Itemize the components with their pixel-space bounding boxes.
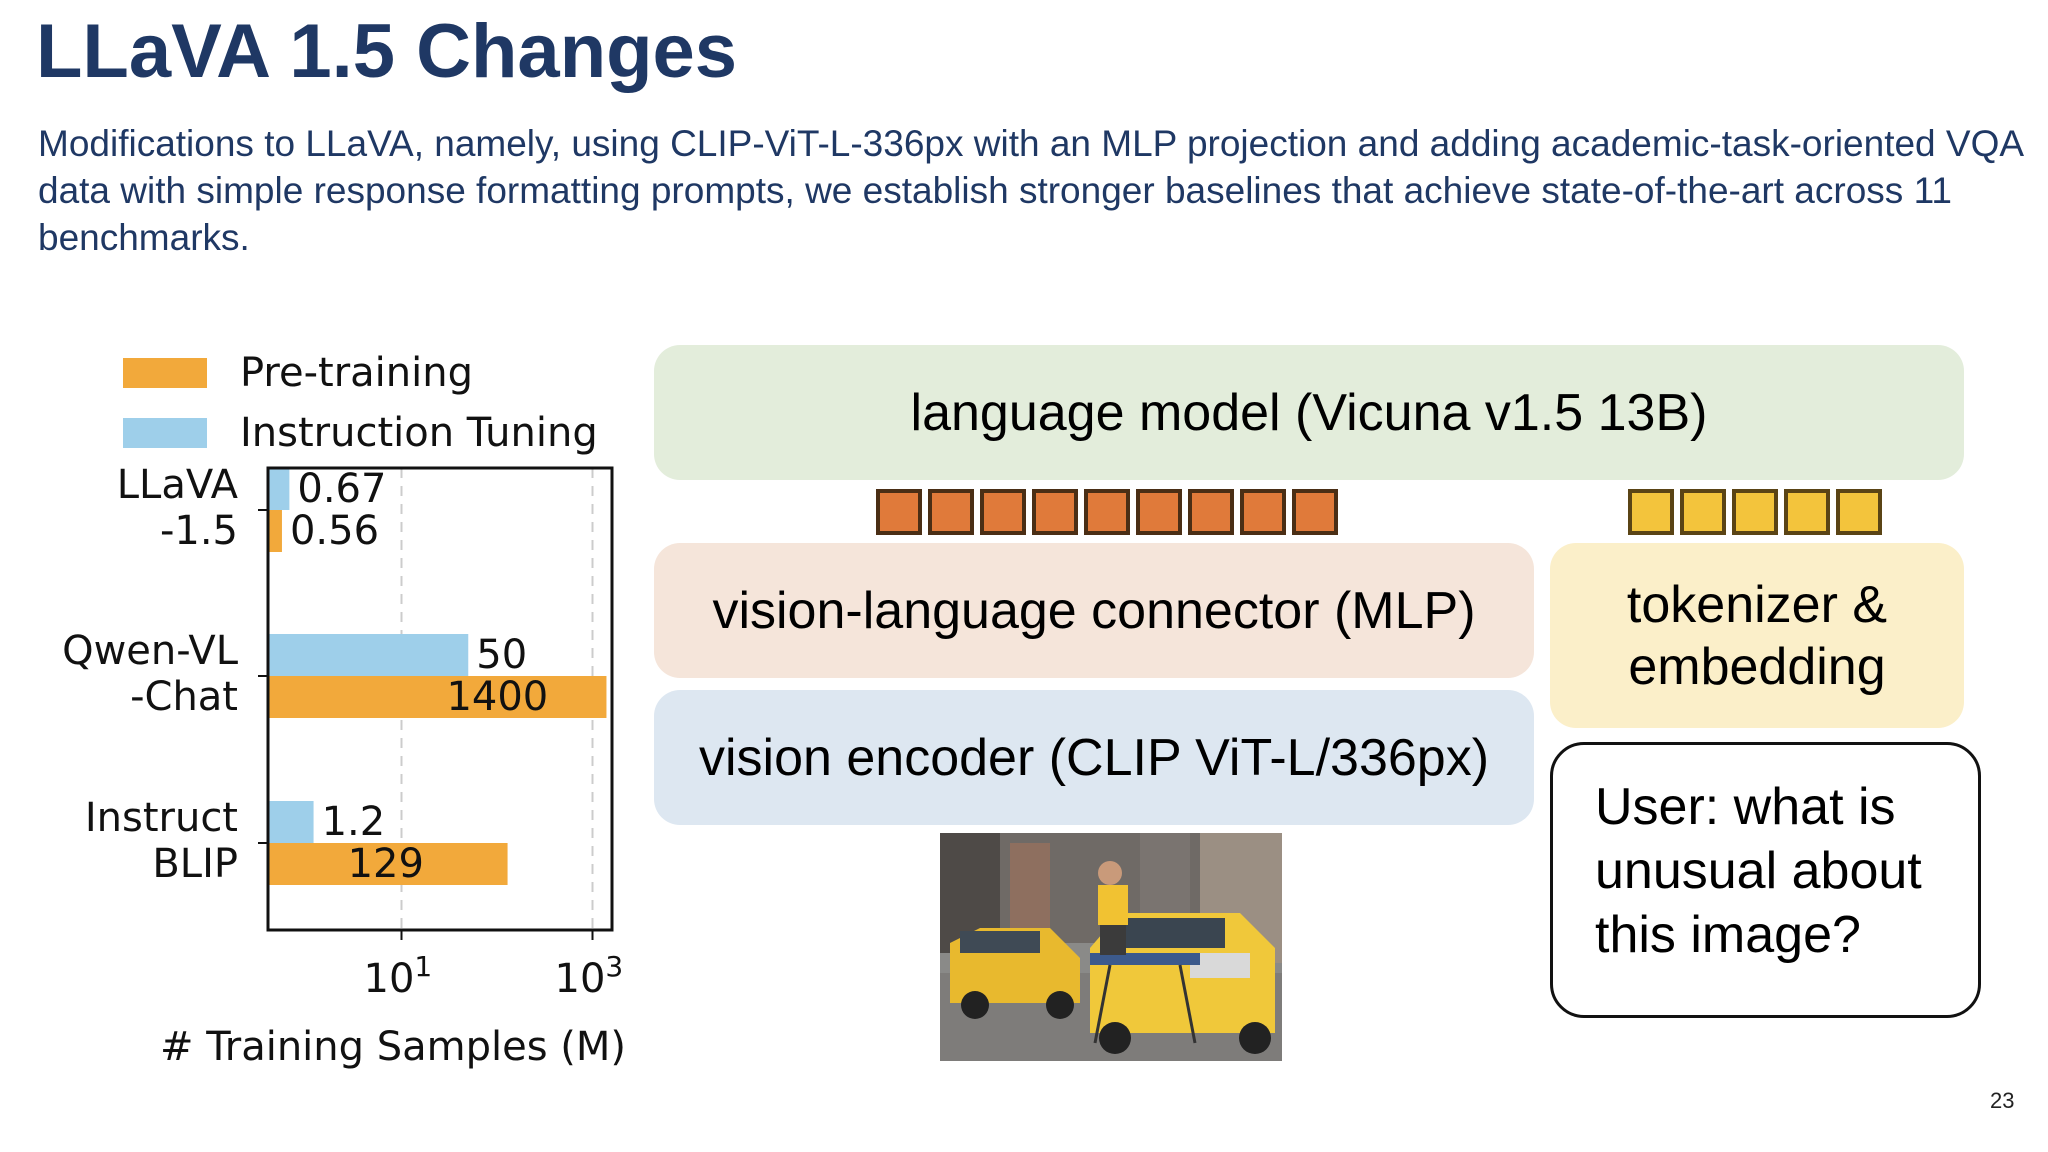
text-token — [1628, 489, 1674, 535]
image-token — [876, 489, 922, 535]
category-label: LLaVA — [117, 462, 239, 508]
data-label: 0.56 — [290, 508, 379, 554]
image-token — [1292, 489, 1338, 535]
street-photo-image — [940, 833, 1282, 1061]
prompt-line1: User: what is — [1595, 778, 1896, 836]
tokenizer-embedding-box: tokenizer & embedding — [1550, 543, 1964, 728]
vision-encoder-box: vision encoder (CLIP ViT-L/336px) — [654, 690, 1534, 825]
x-tick-label: 101 — [364, 950, 433, 1002]
bar-instruction-tuning — [268, 468, 290, 510]
category-label: -Chat — [130, 674, 238, 720]
image-token — [1136, 489, 1182, 535]
user-prompt-box: User: what is unusual about this image? — [1550, 742, 1981, 1018]
prompt-line2: unusual about — [1595, 842, 1922, 900]
text-token — [1784, 489, 1830, 535]
category-label: -1.5 — [160, 508, 238, 554]
category-label: BLIP — [152, 841, 238, 887]
x-axis-label: # Training Samples (M) — [160, 1024, 626, 1070]
tokenizer-label-line2: embedding — [1628, 637, 1886, 696]
x-tick-label: 103 — [555, 950, 624, 1002]
legend-swatch — [123, 358, 207, 388]
data-label: 129 — [348, 841, 424, 887]
bar-pre-training — [268, 843, 508, 885]
tokenizer-label-line1: tokenizer & — [1626, 575, 1888, 634]
legend-swatch — [123, 418, 207, 448]
legend-label: Pre-training — [240, 350, 473, 396]
text-token — [1836, 489, 1882, 535]
encoder-label: vision encoder (CLIP ViT-L/336px) — [698, 728, 1490, 787]
language-model-label: language model (Vicuna v1.5 13B) — [910, 383, 1708, 442]
data-label: 1.2 — [322, 799, 386, 845]
image-token — [1032, 489, 1078, 535]
data-label: 50 — [476, 632, 527, 678]
category-label: Instruct — [85, 795, 238, 841]
bar-pre-training — [268, 676, 607, 718]
image-token — [1240, 489, 1286, 535]
bar-instruction-tuning — [268, 634, 469, 676]
bar-instruction-tuning — [268, 801, 314, 843]
connector-label: vision-language connector (MLP) — [712, 581, 1476, 640]
bar-pre-training — [268, 510, 282, 552]
slide-title: LLaVA 1.5 Changes — [36, 9, 738, 94]
legend-label: Instruction Tuning — [240, 410, 598, 456]
data-label: 0.67 — [297, 466, 386, 512]
vision-language-connector-box: vision-language connector (MLP) — [654, 543, 1534, 678]
text-token — [1680, 489, 1726, 535]
page-number: 23 — [1990, 1088, 2015, 1113]
language-model-box: language model (Vicuna v1.5 13B) — [654, 345, 1964, 480]
prompt-line3: this image? — [1595, 906, 1861, 964]
image-token — [1084, 489, 1130, 535]
image-token — [980, 489, 1026, 535]
image-token — [928, 489, 974, 535]
image-token — [1188, 489, 1234, 535]
slide-subtitle: Modifications to LLaVA, namely, using CL… — [38, 123, 2022, 258]
text-token — [1732, 489, 1778, 535]
category-label: Qwen-VL — [62, 628, 239, 674]
data-label: 1400 — [446, 674, 548, 720]
plot-frame — [266, 466, 614, 932]
